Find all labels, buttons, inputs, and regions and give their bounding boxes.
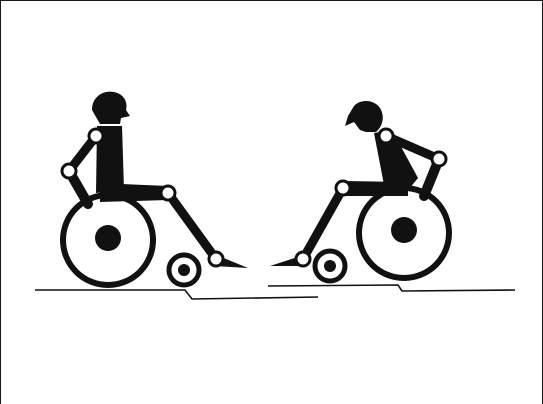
right-thigh bbox=[343, 181, 408, 196]
left-elbow-joint bbox=[62, 164, 76, 178]
right-wheelchair-user bbox=[270, 101, 449, 281]
left-rear-wheel bbox=[63, 195, 153, 285]
right-ankle-joint bbox=[296, 252, 310, 266]
left-caster-wheel bbox=[169, 255, 199, 285]
left-thigh bbox=[100, 183, 168, 202]
left-shoulder-joint bbox=[89, 129, 103, 143]
left-ankle-joint bbox=[209, 252, 223, 266]
right-elbow-joint bbox=[432, 152, 446, 166]
right-rear-wheel bbox=[359, 188, 449, 278]
right-shin bbox=[303, 188, 343, 259]
right-knee-joint bbox=[336, 181, 350, 195]
right-shoulder-joint bbox=[379, 129, 393, 143]
left-shin bbox=[168, 193, 216, 259]
left-head bbox=[92, 92, 130, 124]
right-caster-wheel bbox=[315, 251, 345, 281]
left-knee-joint bbox=[161, 186, 175, 200]
right-head bbox=[345, 101, 383, 132]
left-wheelchair-user bbox=[62, 92, 248, 285]
